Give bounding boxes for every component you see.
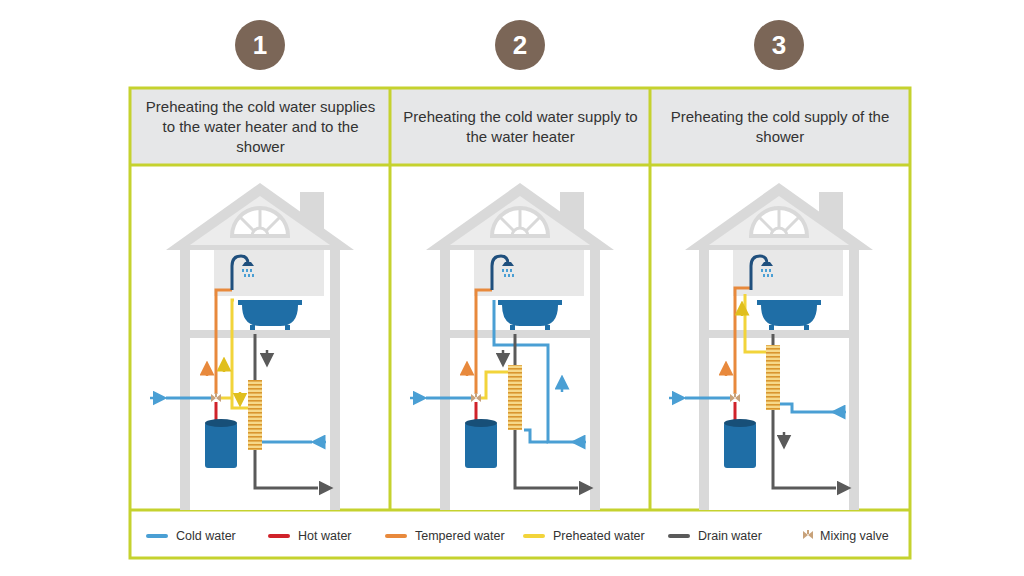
heading-text: Preheating the cold water supply to the …: [400, 107, 641, 147]
panel-heading: Preheating the cold water supply to the …: [392, 90, 649, 164]
panel-2-piping: [410, 256, 586, 488]
legend-text: Preheated water: [553, 529, 645, 543]
heading-text: Preheating the cold water supplies to th…: [140, 97, 381, 157]
step-number-text: 3: [772, 30, 786, 61]
mixing-valve-icon: [803, 530, 813, 539]
legend-item: Preheated water: [523, 527, 645, 545]
panel-3-piping: [669, 256, 846, 488]
heading-text: Preheating the cold supply of the shower: [660, 107, 900, 147]
legend-text: Mixing valve: [820, 529, 889, 543]
legend-swatch: [268, 534, 290, 538]
legend-item: Hot water: [268, 527, 352, 545]
panel-heading: Preheating the cold water supplies to th…: [132, 90, 389, 164]
legend-item: Tempered water: [385, 527, 505, 545]
legend-text: Drain water: [698, 529, 762, 543]
step-number: 2: [495, 20, 545, 70]
step-number: 1: [235, 20, 285, 70]
legend-swatch: [523, 534, 545, 538]
legend-swatch: [668, 534, 690, 538]
legend-text: Hot water: [298, 529, 352, 543]
step-number-text: 2: [513, 30, 527, 61]
step-number: 3: [754, 20, 804, 70]
panel-1-piping: [150, 256, 326, 488]
legend-swatch: [146, 534, 168, 538]
panel-heading: Preheating the cold supply of the shower: [652, 90, 908, 164]
legend-text: Tempered water: [415, 529, 505, 543]
legend-item: Cold water: [146, 527, 236, 545]
legend-swatch: [385, 534, 407, 538]
legend-text: Cold water: [176, 529, 236, 543]
step-number-text: 1: [253, 30, 267, 61]
legend-item: Drain water: [668, 527, 762, 545]
legend-item: Mixing valve: [820, 527, 889, 545]
